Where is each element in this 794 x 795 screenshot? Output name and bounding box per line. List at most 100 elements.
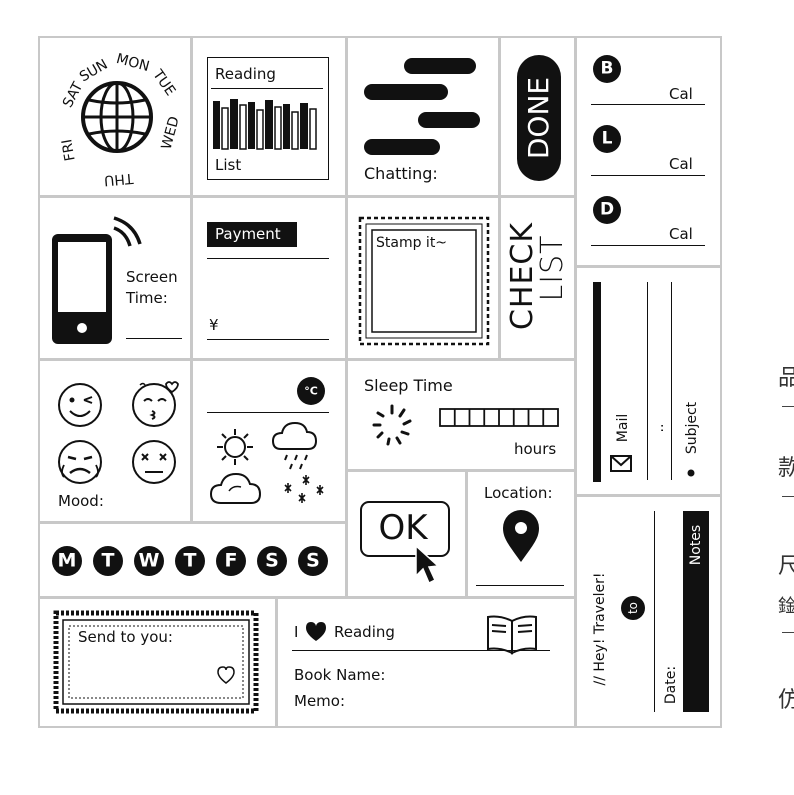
weekday-t: T (101, 549, 115, 572)
traveler-title: // Hey! Traveler! (592, 572, 608, 686)
side-glyph-1: 品 (778, 366, 794, 391)
mood-stamp: Mood: (40, 361, 190, 521)
payment-header (207, 222, 297, 247)
world-days-stamp: SAT SUN MON TUE WED THU FRI (40, 38, 190, 195)
location-label: Location: (484, 484, 553, 502)
screen-time-line1: Screen (126, 268, 178, 286)
meal-calories-stamp: B Cal L Cal D Cal (577, 38, 720, 265)
open-book-icon (487, 615, 537, 655)
weather-icons (209, 421, 324, 504)
weekday-t2: T (183, 549, 197, 572)
weekday-w: W (138, 549, 160, 572)
day-thu: THU (103, 169, 134, 189)
side-glyph-4: 鍂 (778, 596, 794, 617)
heart-outline-icon (217, 666, 235, 684)
reading-list-stamp: Reading List (193, 38, 345, 195)
envelope-icon (610, 455, 695, 477)
postage-frame (53, 610, 259, 714)
memo-label: Memo: (294, 692, 346, 710)
ok-button-stamp: OK (348, 472, 465, 596)
meal-letter-b: B (600, 58, 614, 79)
meal-letter-d: D (599, 199, 615, 220)
payment-stamp: Payment ¥ (193, 198, 345, 358)
reading-title: Reading (215, 65, 276, 83)
rain-cloud-icon (271, 421, 318, 470)
stamp-it-label: Stamp it~ (376, 235, 448, 251)
mood-faces (58, 381, 179, 484)
heart-icon (306, 622, 326, 641)
to-label: to (626, 601, 640, 615)
payment-title: Payment (215, 225, 281, 243)
kiss-face-icon (132, 381, 179, 427)
bar-graphic-icon (213, 99, 317, 150)
reading-frame (207, 57, 329, 180)
postage-stamp-frame (358, 216, 490, 346)
check-word: CHECK (505, 221, 540, 331)
snow-icon (284, 475, 324, 503)
loading-spinner-icon (372, 404, 412, 446)
mail-thick-bar (593, 282, 601, 482)
sleep-hour-boxes (439, 408, 559, 427)
send-label: Send to you: (78, 628, 173, 646)
weather-stamp: °C (193, 361, 345, 521)
celsius-badge (297, 377, 325, 405)
checklist-stamp: CHECK LIST (501, 198, 574, 358)
meal-unit-b: Cal (669, 85, 693, 103)
celsius-unit: °C (304, 384, 318, 398)
stamp-it-stamp: Stamp it~ (348, 198, 498, 358)
meal-letter-l: L (601, 128, 613, 149)
done-label: DONE (522, 76, 555, 160)
weekday-s: S (265, 549, 279, 572)
weekday-m: M (57, 549, 77, 572)
ok-button-outline (360, 501, 450, 557)
meal-badge-d (593, 196, 621, 224)
map-pin-icon (503, 510, 539, 562)
sleep-time-stamp: Sleep Time (348, 361, 574, 469)
done-pill (517, 55, 561, 181)
screen-time-line2: Time: (126, 289, 168, 307)
cloud-icon (209, 472, 262, 504)
notes-label: Notes (688, 524, 704, 566)
location-stamp: Location: (468, 472, 574, 596)
notes-bar (683, 511, 709, 712)
meal-unit-d: Cal (669, 225, 693, 243)
weekday-stamp: M T W T F S S (40, 524, 345, 596)
side-glyph-3: 尺 (778, 554, 794, 579)
mood-label: Mood: (58, 492, 104, 510)
mail-subject-stamp: Mail .. Subject (577, 268, 720, 494)
day-fri: FRI (59, 137, 79, 163)
mail-label: Mail (615, 413, 631, 443)
weekday-s2: S (306, 549, 320, 572)
subject-label: Subject (684, 401, 700, 455)
sleep-title: Sleep Time (364, 376, 453, 395)
chatting-stamp: Chatting: (348, 38, 498, 195)
meal-badge-b (593, 55, 621, 83)
meal-unit-l: Cal (669, 155, 693, 173)
love-suffix: Reading (334, 623, 395, 641)
to-badge (621, 596, 645, 620)
phone-icon (52, 216, 142, 344)
meal-badge-l (593, 125, 621, 153)
side-glyph-5: 仿 (778, 688, 794, 713)
cursor-arrow-icon (415, 544, 440, 585)
list-word: LIST (535, 234, 570, 302)
date-label: Date: (663, 665, 679, 705)
traveler-stamp: // Hey! Traveler! to Date: Notes (577, 497, 720, 726)
ok-label: OK (378, 508, 428, 548)
stamp-sheet: SAT SUN MON TUE WED THU FRI Reading List (38, 36, 722, 728)
done-stamp: DONE (501, 38, 574, 195)
book-name-label: Book Name: (294, 666, 386, 684)
wink-face-icon (58, 383, 102, 427)
dizzy-face-icon (132, 440, 176, 484)
globe-icon (81, 81, 153, 153)
send-to-you-stamp: Send to you: (40, 599, 275, 726)
chatting-label: Chatting: (364, 164, 438, 183)
side-glyph-2: 款 (778, 456, 794, 481)
crying-face-icon (58, 440, 102, 484)
sun-icon (217, 429, 253, 465)
mail-dots: .. (651, 423, 667, 433)
sleep-graphics (372, 404, 559, 446)
sleep-unit: hours (514, 440, 557, 458)
i-love-reading-stamp: I Reading Book Name: Memo: (278, 599, 574, 726)
currency-symbol: ¥ (209, 316, 219, 334)
